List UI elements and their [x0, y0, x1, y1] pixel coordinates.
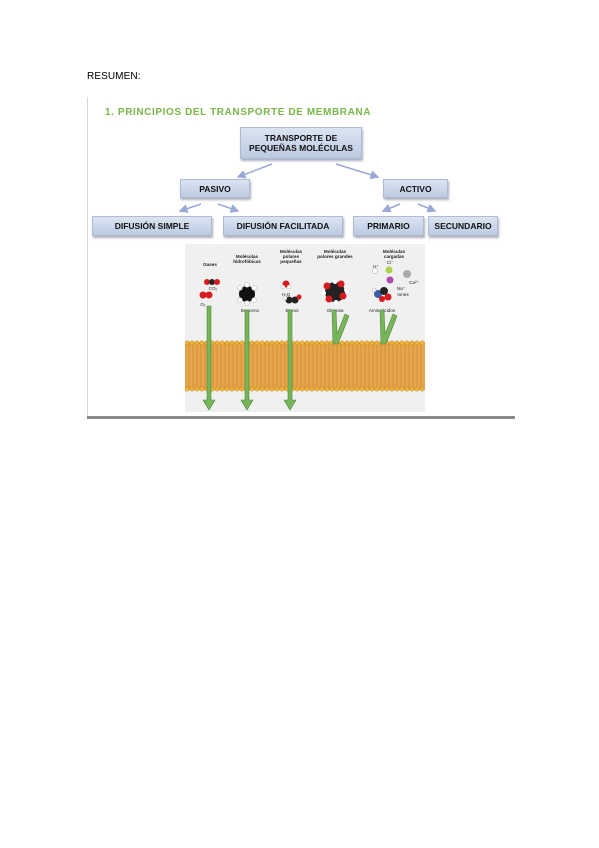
label-ca-ion: Ca²⁺	[409, 280, 419, 285]
concept-map-arrows	[178, 163, 437, 213]
label-hydrophobic: Moléculas hidrofóbicas	[233, 254, 261, 264]
membrane-transport-figure: 1. PRINCIPIOS DEL TRANSPORTE DE MEMBRANA…	[87, 97, 516, 419]
label-benzene: Benceno	[240, 308, 260, 313]
resumen-heading: RESUMEN:	[87, 71, 141, 82]
label-o2: O₂	[200, 302, 206, 307]
membrane-illustration: Gases Moléculas hidrofóbicas Moléculas p…	[185, 244, 425, 412]
benzene-molecule-icon	[237, 282, 257, 306]
concept-facilitated-diffusion: DIFUSIÓN FACILITADA	[223, 216, 343, 236]
label-ions: Iones	[397, 292, 409, 297]
label-na-ion: Na⁺	[396, 286, 406, 291]
concept-secondary: SECUNDARIO	[428, 216, 498, 236]
concept-passive: PASIVO	[180, 179, 250, 198]
concept-active: ACTIVO	[383, 179, 448, 198]
concept-root: TRANSPORTE DE PEQUEÑAS MOLÉCULAS	[240, 127, 362, 159]
label-charged: Moléculas cargadas	[382, 249, 406, 259]
o2-molecule-icon	[199, 291, 213, 299]
label-h2o: H₂O	[281, 292, 291, 297]
permeable-arrows	[202, 305, 297, 411]
label-cl-ion: Cl⁻	[386, 260, 394, 265]
co2-molecule-icon	[204, 279, 220, 285]
concept-simple-diffusion: DIFUSIÓN SIMPLE	[92, 216, 212, 236]
figure-bottom-border	[87, 416, 515, 419]
label-co2: CO₂	[208, 286, 218, 291]
lipid-bilayer	[185, 340, 425, 392]
water-molecule-icon	[280, 280, 292, 290]
glucose-molecule-icon	[322, 280, 348, 304]
blocked-arrows	[331, 309, 398, 345]
label-h-ion: H⁺	[373, 264, 379, 269]
figure-title: 1. PRINCIPIOS DEL TRANSPORTE DE MEMBRANA	[105, 107, 372, 118]
concept-primary: PRIMARIO	[353, 216, 424, 236]
ion-icons	[372, 266, 411, 284]
label-large-polar: Moléculas polares grandes	[317, 249, 353, 259]
membrane-diagram	[185, 266, 425, 411]
amino-acid-molecule-icon	[371, 287, 392, 302]
label-gases: Gases	[203, 262, 217, 267]
label-small-polar: Moléculas polares pequeñas	[279, 249, 303, 264]
ethanol-molecule-icon	[282, 294, 302, 304]
